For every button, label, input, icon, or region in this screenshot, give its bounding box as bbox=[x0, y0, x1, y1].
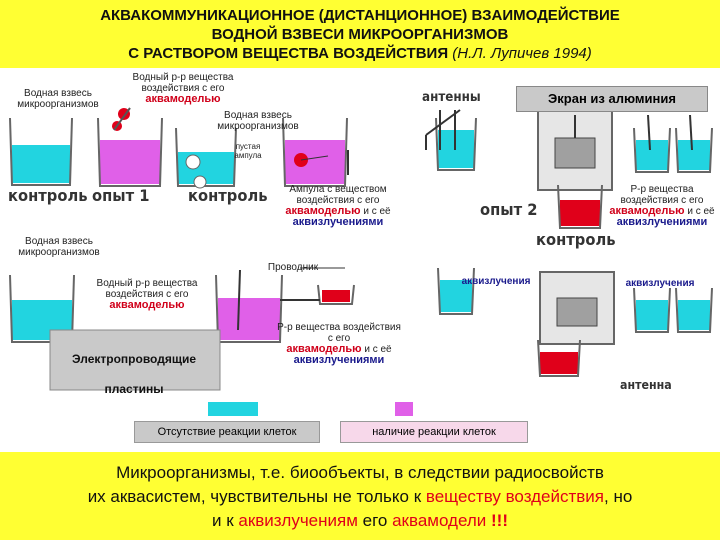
exp2-ampoule-text: Ампула с веществом воздействия с его bbox=[289, 184, 387, 206]
exp2-antenna-setup bbox=[425, 109, 477, 171]
conclusion-line-2-red: веществу воздействия bbox=[425, 487, 605, 506]
title-line-3-main: С РАСТВОРОМ ВЕЩЕСТВА ВОЗДЕЙСТВИЯ bbox=[128, 45, 449, 62]
exp2-antennas: антенны bbox=[422, 90, 481, 105]
exp3-solution2-text: Р-р вещества воздействия с его bbox=[277, 322, 401, 344]
exp2-experiment: опыт 2 bbox=[480, 200, 538, 219]
exp3-solution2-blue: аквизлучениями bbox=[293, 354, 385, 366]
title-band bbox=[0, 0, 720, 68]
exp2-solution-red: аквамоделью bbox=[609, 205, 685, 217]
conclusion-line-3-c: !!! bbox=[486, 511, 508, 530]
exp1-solution-text: Водный р-р вещества воздействия с его bbox=[132, 72, 234, 94]
exp3-dish bbox=[280, 267, 355, 305]
exp2-right-beakers bbox=[633, 114, 713, 173]
exp3-plate-stand bbox=[49, 329, 221, 391]
exp1-beaker-with-ampoule bbox=[175, 127, 237, 189]
exp2-red-beaker bbox=[557, 184, 603, 229]
exp2-solution-and: и с её bbox=[687, 206, 715, 217]
exp1-beaker-control bbox=[9, 117, 73, 186]
exp3-solution-text: Водный р-р вещества воздействия с его bbox=[96, 278, 198, 300]
exp3-emission-1: аквизлучения bbox=[461, 276, 531, 287]
exp1-red-drop bbox=[112, 107, 131, 131]
exp2-screen-box bbox=[537, 107, 613, 191]
conclusion-line-1: Микроорганизмы, т.е. биообъекты, в следс… bbox=[116, 463, 604, 482]
title-line-2: ВОДНОЙ ВЗВЕСИ МИКРООРГАНИЗМОВ bbox=[211, 26, 509, 43]
conclusion-line-3-b: его bbox=[357, 511, 393, 530]
conclusion-line-2: их аквасистем, чувствительны не только к… bbox=[0, 486, 720, 508]
conclusion-line-2-b: , но bbox=[604, 487, 633, 506]
exp3-antenna-boxes bbox=[437, 267, 713, 377]
conclusion-line-2-a: их аквасистем, чувствительны не только к bbox=[87, 487, 426, 506]
experiment-diagram bbox=[9, 107, 713, 416]
exp2-solution-text: Р-р вещества воздействия с его bbox=[620, 184, 704, 206]
exp3-solution2-and: и с её bbox=[364, 344, 392, 355]
title-author: (Н.Л. Лупичев 1994) bbox=[452, 45, 592, 62]
exp3-antenna: антенна bbox=[620, 378, 672, 392]
exp2-ampoule-blue: аквизлучениями bbox=[292, 216, 384, 228]
exp1-suspension-label: Водная взвесь микроорганизмов bbox=[17, 88, 99, 110]
exp1-empty-ampoule: пустая ампула bbox=[234, 142, 262, 160]
exp2-control: контроль bbox=[536, 230, 616, 249]
legend-reaction: наличие реакции клеток bbox=[340, 421, 528, 443]
exp3-beaker-magenta bbox=[215, 269, 283, 343]
exp3-plates-line-2: пластины bbox=[104, 382, 164, 396]
exp3-emission-2: аквизлучения bbox=[625, 278, 695, 289]
exp3-solution2-red: аквамоделью bbox=[286, 343, 362, 355]
legend-swatches bbox=[208, 402, 413, 416]
exp3-plates-line-1: Электропроводящие bbox=[71, 352, 196, 366]
exp3-suspension-label: Водная взвесь микроорганизмов bbox=[18, 236, 100, 258]
conclusion-band bbox=[0, 452, 720, 540]
exp1-beaker-experiment bbox=[97, 117, 163, 187]
conclusion-line-3-a: и к bbox=[211, 511, 239, 530]
conclusion-line-3-red: аквизлучениям bbox=[238, 511, 358, 530]
exp2-ampoule-red: аквамоделью bbox=[285, 205, 361, 217]
exp1-beaker-ampoule-red bbox=[282, 117, 349, 187]
exp1-solution-red: аквамоделью bbox=[145, 93, 221, 105]
exp1-suspension-label-2: Водная взвесь микроорганизмов bbox=[217, 110, 299, 132]
exp2-solution-blue: аквизлучениями bbox=[616, 216, 708, 228]
exp3-solution-red: аквамоделью bbox=[109, 299, 185, 311]
exp2-screen-label: Экран из алюминия bbox=[516, 86, 708, 112]
exp3-conductor: Проводник bbox=[267, 262, 319, 273]
exp2-ampoule-and: и с её bbox=[363, 206, 391, 217]
exp1-control-2: контроль bbox=[188, 186, 268, 205]
title-line-1: АКВАКОММУНИКАЦИОННОЕ (ДИСТАНЦИОННОЕ) ВЗА… bbox=[100, 7, 620, 24]
legend-no-reaction: Отсутствие реакции клеток bbox=[134, 421, 320, 443]
exp1-control: контроль bbox=[8, 186, 88, 205]
conclusion-line-3: и к аквизлучениям его аквамодели !!! bbox=[0, 510, 720, 532]
title-line-3: С РАСТВОРОМ ВЕЩЕСТВА ВОЗДЕЙСТВИЯ (Н.Л. Л… bbox=[0, 44, 720, 63]
conclusion-line-3-red2: аквамодели bbox=[392, 511, 487, 530]
exp1-experiment: опыт 1 bbox=[92, 186, 150, 205]
